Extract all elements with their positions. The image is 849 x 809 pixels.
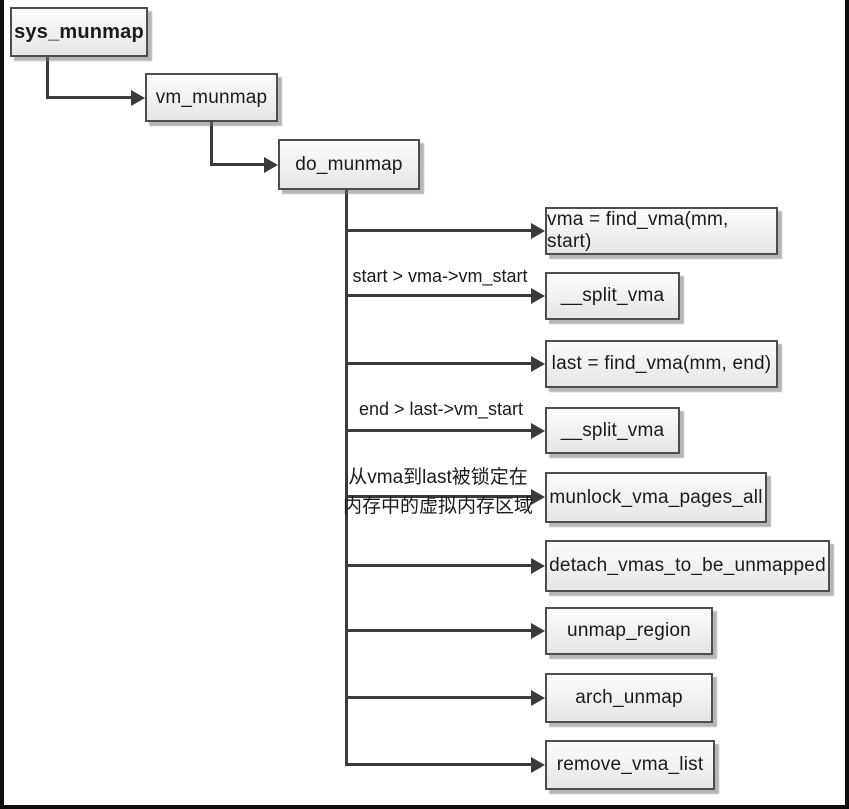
arrowhead-icon [131,90,145,106]
arrowhead-icon [531,558,545,574]
edge-sys-vm-vertical [46,55,49,98]
node-do-munmap: do_munmap [278,139,420,190]
edge-branch-arch-unmap [345,696,531,699]
frame-border-right [845,0,849,809]
node-detach-vmas-to-be-unmapped: detach_vmas_to_be_unmapped [545,540,830,592]
edge-branch-split-vma-first [345,294,531,297]
arrowhead-icon [531,489,545,505]
edge-do-munmap-trunk [345,188,348,765]
node-split-vma-second: __split_vma [545,407,680,454]
edge-branch-find-vma-start [345,229,531,232]
edge-branch-unmap-region [345,629,531,632]
node-vm-munmap: vm_munmap [145,73,278,122]
frame-border-bottom [0,805,849,809]
edge-branch-remove-vma-list [345,763,531,766]
edge-branch-split-vma-second [345,429,531,432]
edge-branch-find-vma-end [345,362,531,365]
arrowhead-icon [531,423,545,439]
arrowhead-icon [531,623,545,639]
edge-label-split-first-condition: start > vma->vm_start [352,266,528,286]
node-split-vma-first: __split_vma [545,272,680,320]
edge-branch-detach [345,564,531,567]
edge-vm-do-vertical [210,120,213,165]
node-find-vma-start: vma = find_vma(mm, start) [545,207,778,255]
node-unmap-region: unmap_region [545,607,713,655]
arrowhead-icon [531,690,545,706]
annotation-munlock: 从vma到last被锁定在 内存中的虚拟内存区域 [336,463,540,521]
annotation-munlock-line1: 从vma到last被锁定在 [348,467,528,488]
arrowhead-icon [531,356,545,372]
edge-branch-munlock [345,495,531,498]
edge-label-split-second-condition: end > last->vm_start [358,399,524,419]
frame-border-right [0,0,4,809]
edge-vm-do-horizontal [210,163,264,166]
node-arch-unmap: arch_unmap [545,673,713,723]
node-remove-vma-list: remove_vma_list [545,740,715,790]
node-munlock-vma-pages-all: munlock_vma_pages_all [545,472,767,523]
node-find-vma-end: last = find_vma(mm, end) [545,340,778,388]
node-sys-munmap: sys_munmap [10,7,148,57]
arrowhead-icon [531,288,545,304]
annotation-munlock-line2: 内存中的虚拟内存区域 [342,496,533,517]
arrowhead-icon [531,757,545,773]
arrowhead-icon [531,223,545,239]
edge-sys-vm-horizontal [46,96,131,99]
arrowhead-icon [264,157,278,173]
